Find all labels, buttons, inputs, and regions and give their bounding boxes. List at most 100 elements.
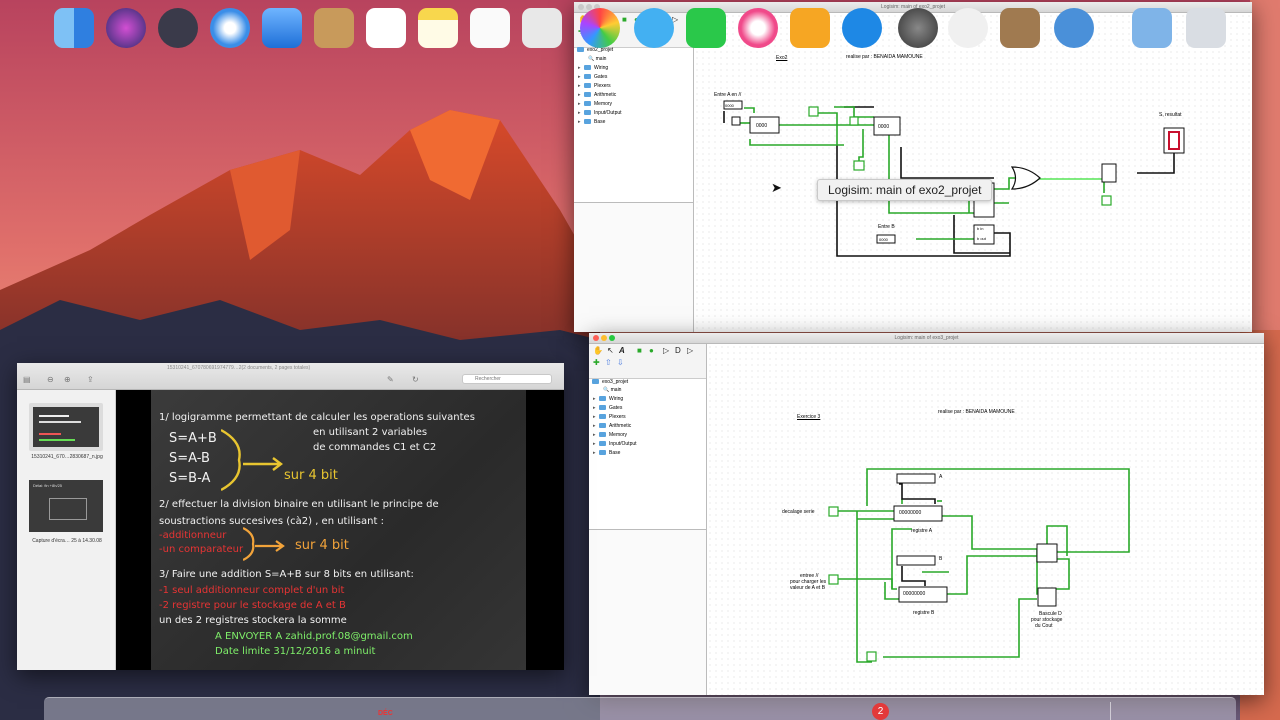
board-bits-2: sur 4 bit bbox=[295, 538, 349, 553]
board-green-1: A ENVOYER A zahid.prof.08@gmail.com bbox=[215, 631, 413, 642]
pin-tool-icon[interactable]: ■ bbox=[622, 15, 627, 24]
explorer-tree: exo3_projet 🔍 main ▸Wiring ▸Gates ▸Plexe… bbox=[589, 379, 707, 529]
poke-tool-icon[interactable]: ✋ bbox=[593, 346, 603, 355]
project-item[interactable]: exo3_projet bbox=[592, 379, 628, 386]
messages-icon[interactable] bbox=[634, 8, 674, 48]
board-op-2: S=A-B bbox=[169, 451, 210, 466]
app-store-icon[interactable] bbox=[842, 8, 882, 48]
library-base[interactable]: ▸Base bbox=[593, 450, 621, 456]
folder-icon bbox=[599, 396, 606, 402]
ibooks-icon[interactable] bbox=[790, 8, 830, 48]
zoom-out-icon[interactable]: ⊖ bbox=[47, 375, 54, 384]
library-input-output[interactable]: ▸Input/Output bbox=[593, 441, 637, 447]
or-gate-icon[interactable]: ▷ bbox=[687, 346, 694, 355]
panel-divider[interactable] bbox=[706, 344, 707, 695]
folder-icon bbox=[584, 65, 591, 71]
mouse-cursor-icon: ➤ bbox=[771, 180, 782, 195]
project-item[interactable]: exo2_projet bbox=[577, 47, 613, 54]
close-button[interactable] bbox=[578, 4, 584, 10]
calendar-month-label: DÉC bbox=[378, 710, 393, 717]
markup-icon[interactable]: ✎ bbox=[387, 375, 394, 384]
reg-a-label: registre A bbox=[911, 528, 933, 534]
downloads-folder-icon[interactable] bbox=[1132, 8, 1172, 48]
thumbnail-1[interactable] bbox=[29, 403, 103, 451]
circuit-canvas[interactable]: Exo2 realise par : BENAIDA MAMOUNE Entre… bbox=[694, 13, 1252, 332]
pin-tool-icon[interactable]: ■ bbox=[637, 346, 642, 355]
minimize-button[interactable] bbox=[601, 335, 607, 341]
launchpad-icon[interactable] bbox=[158, 8, 198, 48]
thumbnail-2[interactable]: Délai: fin +8h/25 bbox=[29, 480, 103, 532]
library-plexers[interactable]: ▸Plexers bbox=[593, 414, 626, 420]
main-circuit-item[interactable]: 🔍 main bbox=[588, 56, 607, 62]
quicktime-icon[interactable] bbox=[1054, 8, 1094, 48]
or-gate-icon[interactable]: ▷ bbox=[672, 15, 679, 24]
notes-icon[interactable] bbox=[418, 8, 458, 48]
main-circuit-item[interactable]: 🔍 main bbox=[603, 387, 622, 393]
library-memory[interactable]: ▸Memory bbox=[593, 432, 628, 438]
logisim-window-exo2[interactable]: Logisim: main of exo2_projet ✋ ↖ A ■ ● ▷… bbox=[574, 2, 1252, 332]
stickies-icon[interactable] bbox=[1000, 8, 1040, 48]
library-plexers[interactable]: ▸Plexers bbox=[578, 83, 611, 89]
library-input-output[interactable]: ▸Input/Output bbox=[578, 110, 622, 116]
reminders-icon[interactable] bbox=[470, 8, 510, 48]
safari-icon[interactable] bbox=[210, 8, 250, 48]
library-base[interactable]: ▸Base bbox=[578, 119, 606, 125]
share-icon[interactable]: ⇪ bbox=[87, 375, 94, 384]
window-title: Logisim: main of exo3_projet bbox=[894, 335, 959, 341]
trash-icon[interactable] bbox=[1186, 8, 1226, 48]
panel-divider[interactable] bbox=[693, 13, 694, 332]
zoom-in-icon[interactable]: ⊕ bbox=[64, 375, 71, 384]
board-op-1: S=A+B bbox=[169, 431, 217, 446]
library-memory[interactable]: ▸Memory bbox=[578, 101, 613, 107]
entree-b-label: Entre B bbox=[878, 224, 895, 230]
siri-icon[interactable] bbox=[106, 8, 146, 48]
system-preferences-icon[interactable] bbox=[898, 8, 938, 48]
library-gates[interactable]: ▸Gates bbox=[593, 405, 623, 411]
finder-icon[interactable] bbox=[54, 8, 94, 48]
facetime-icon[interactable] bbox=[686, 8, 726, 48]
rotate-icon[interactable]: ↻ bbox=[412, 375, 419, 384]
zoom-button[interactable] bbox=[594, 4, 600, 10]
not-gate-icon[interactable]: ▷ bbox=[663, 346, 670, 355]
board-line-3: de commandes C1 et C2 bbox=[313, 442, 437, 453]
preview-app-icon[interactable] bbox=[522, 8, 562, 48]
titlebar[interactable]: Logisim: main of exo3_projet bbox=[589, 333, 1264, 344]
move-down-icon[interactable]: ⇩ bbox=[617, 358, 624, 367]
text-tool-icon[interactable]: A bbox=[619, 346, 625, 355]
library-wiring[interactable]: ▸Wiring bbox=[593, 396, 624, 402]
calendar-icon[interactable] bbox=[366, 8, 406, 48]
window-title: Logisim: main of exo2_projet bbox=[881, 4, 945, 10]
board-line-2: en utilisant 2 variables bbox=[313, 427, 428, 438]
library-arithmetic[interactable]: ▸Arithmetic bbox=[593, 423, 632, 429]
logisim-window-exo3[interactable]: Logisim: main of exo3_projet ✋ ↖ A ■ ● ▷… bbox=[589, 333, 1264, 695]
mail-icon[interactable] bbox=[262, 8, 302, 48]
library-wiring[interactable]: ▸Wiring bbox=[578, 65, 609, 71]
sidebar-toggle-icon[interactable]: ▤ bbox=[23, 375, 31, 384]
input-a-value[interactable]: 0000 bbox=[725, 103, 734, 108]
photos-icon[interactable] bbox=[580, 8, 620, 48]
move-up-icon[interactable]: ⇧ bbox=[605, 358, 612, 367]
input-b-value[interactable]: 0000 bbox=[879, 237, 888, 242]
preview-window[interactable]: 15310241_670780691974779…2(2 documents, … bbox=[17, 363, 564, 670]
library-gates[interactable]: ▸Gates bbox=[578, 74, 608, 80]
image-viewer[interactable]: 1/ logigramme permettant de calculer les… bbox=[116, 390, 564, 670]
resultat-label: S, resultat bbox=[1159, 112, 1182, 118]
logisim-app-icon[interactable] bbox=[948, 8, 988, 48]
and-gate-icon[interactable]: D bbox=[675, 346, 681, 355]
close-button[interactable] bbox=[593, 335, 599, 341]
author-label: realise par : BENAIDA MAMOUNE bbox=[846, 54, 923, 60]
zoom-button[interactable] bbox=[609, 335, 615, 341]
author-label: realise par : BENAIDA MAMOUNE bbox=[938, 409, 1015, 415]
output-pin-icon[interactable]: ● bbox=[649, 346, 654, 355]
board-line-5: soustractions succesives (cà2) , en util… bbox=[159, 516, 384, 527]
itunes-icon[interactable] bbox=[738, 8, 778, 48]
search-input[interactable] bbox=[462, 374, 552, 384]
circuit-canvas[interactable]: Exercice 3 realise par : BENAIDA MAMOUNE… bbox=[707, 344, 1264, 695]
contacts-icon[interactable] bbox=[314, 8, 354, 48]
library-arithmetic[interactable]: ▸Arithmetic bbox=[578, 92, 617, 98]
board-red-2: -un comparateur bbox=[159, 544, 244, 555]
minimize-button[interactable] bbox=[586, 4, 592, 10]
add-circuit-icon[interactable]: ✚ bbox=[593, 358, 600, 367]
select-tool-icon[interactable]: ↖ bbox=[607, 346, 614, 355]
